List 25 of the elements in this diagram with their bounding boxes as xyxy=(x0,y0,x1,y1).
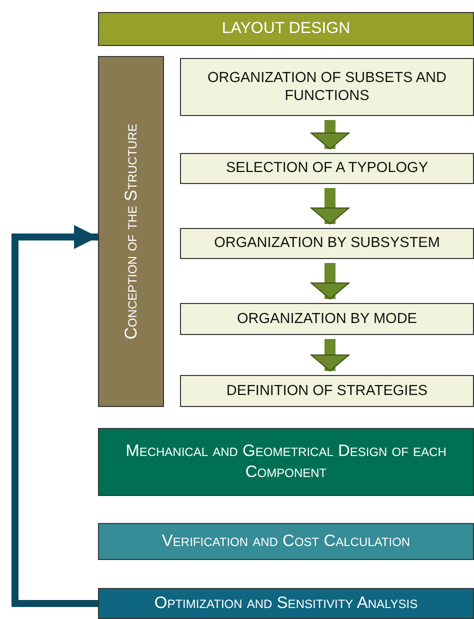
process-box xyxy=(180,58,474,116)
box-label: DEFINITION OF STRATEGIES xyxy=(225,382,429,400)
feedback-arrow xyxy=(12,225,98,607)
box-label: LAYOUT DESIGN xyxy=(220,19,352,39)
process-box xyxy=(98,588,474,619)
process-box xyxy=(180,375,474,407)
block-arrow xyxy=(310,188,350,224)
block-arrow xyxy=(310,263,350,300)
box-label: Verification and Cost Calculation xyxy=(160,531,412,552)
box-label: Optimization and Sensitivity Analysis xyxy=(153,593,419,614)
box-label: SELECTION OF A TYPOLOGY xyxy=(225,159,429,178)
block-arrow xyxy=(310,339,350,372)
box-label: ORGANIZATION OF SUBSETS AND FUNCTIONS xyxy=(206,68,448,106)
box-label: Conception of the Structure xyxy=(120,122,142,342)
process-box xyxy=(180,153,474,184)
block-arrow xyxy=(310,120,350,150)
process-box xyxy=(180,228,474,259)
process-box xyxy=(98,523,474,560)
process-box xyxy=(98,12,474,46)
box-label: Mechanical and Geometrical Design of each Component xyxy=(124,441,448,483)
box-label: ORGANIZATION BY SUBSYSTEM xyxy=(213,234,441,253)
box-label: ORGANIZATION BY MODE xyxy=(236,310,418,328)
vertical-stage-box xyxy=(98,56,164,407)
process-box xyxy=(98,428,474,496)
process-box xyxy=(180,303,474,335)
